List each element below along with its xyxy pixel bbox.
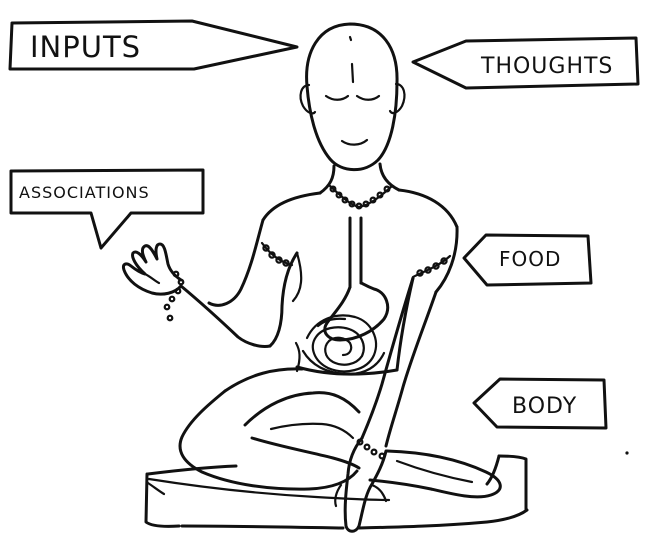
crossed-leg-back [252, 438, 359, 468]
callout-thoughts: THOUGHTS [413, 38, 638, 88]
label-inputs: INPUTS [30, 30, 141, 64]
right-hand [345, 438, 386, 531]
callout-inputs: INPUTS [10, 21, 297, 69]
forehead-mark [352, 64, 353, 82]
necklace-beads [331, 187, 390, 209]
right-foot-line [397, 461, 472, 482]
eye-right [357, 96, 379, 100]
shoulder-right [399, 190, 457, 227]
right-hand-fingers [335, 485, 386, 506]
left-upper-arm [209, 220, 263, 305]
mouth [342, 140, 367, 145]
right-wrist-bracelet [358, 440, 385, 459]
neck-right [380, 164, 399, 190]
left-forearm [181, 286, 270, 347]
left-hand-detail [145, 274, 159, 283]
callout-body: BODY [474, 379, 606, 428]
right-arm-outer [386, 292, 436, 446]
head-outline [307, 24, 397, 170]
label-thoughts: THOUGHTS [480, 54, 613, 79]
eye-left [326, 96, 348, 100]
shoulder-left [263, 193, 320, 220]
label-associations: ASSOCIATIONS [19, 183, 150, 202]
callout-associations: ASSOCIATIONS [11, 170, 203, 248]
ink-dot [625, 451, 628, 454]
left-wrist-bracelet [165, 272, 184, 321]
crossed-leg-front [245, 393, 359, 425]
stomach-spiral-icon [303, 315, 384, 374]
callout-food: FOOD [464, 235, 591, 285]
label-food: FOOD [499, 247, 561, 271]
crown-dot [350, 37, 351, 40]
label-body: BODY [512, 394, 577, 419]
left-knee-to-leg [225, 369, 302, 391]
left-hand [123, 244, 181, 294]
leg-inner-curve [271, 424, 353, 438]
meditating-figure-icon [123, 24, 500, 531]
